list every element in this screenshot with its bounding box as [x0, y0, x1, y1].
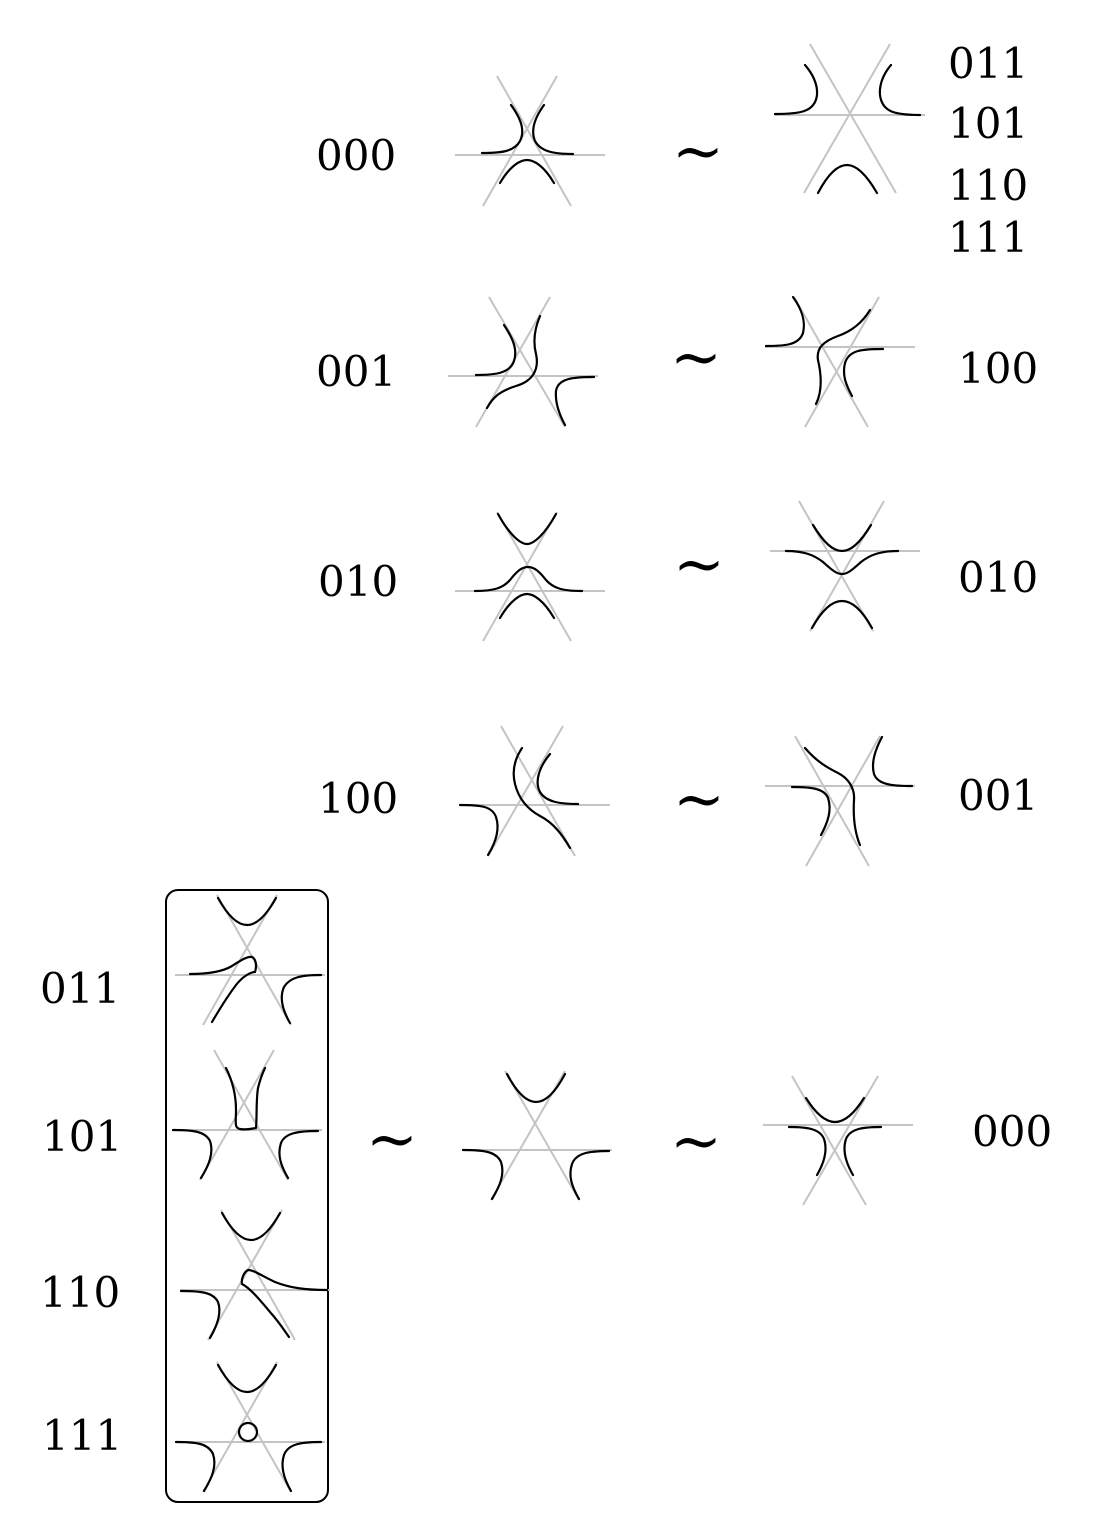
- box-label-4: 111: [42, 1411, 122, 1460]
- row3-left-label: 010: [318, 557, 398, 606]
- row3-right-figure: [770, 500, 920, 632]
- row3-left-figure: [455, 511, 605, 642]
- box-label-3: 110: [40, 1268, 120, 1317]
- row3-right-label: 010: [958, 553, 1038, 602]
- bottom-sim-2: ~: [670, 1104, 722, 1177]
- bottom-right-figure: [763, 1075, 913, 1206]
- row1-sim: ~: [672, 114, 724, 187]
- row1-right-label-1: 011: [948, 39, 1028, 88]
- row4-right-label: 001: [958, 771, 1038, 820]
- row4-left-label: 100: [318, 774, 398, 823]
- bottom-right-label: 000: [972, 1107, 1052, 1156]
- resolution-box: [165, 889, 329, 1503]
- box-label-1: 011: [40, 964, 120, 1013]
- box-label-2: 101: [42, 1112, 122, 1161]
- row1-right-label-4: 111: [948, 213, 1028, 262]
- box-figure-110: [179, 1209, 330, 1341]
- row4-left-figure: [458, 725, 610, 857]
- row2-left-figure: [448, 296, 598, 428]
- row1-right-figure: [773, 43, 925, 195]
- row1-right-label-3: 110: [948, 161, 1028, 210]
- row2-right-figure: [764, 295, 915, 428]
- row4-right-figure: [765, 735, 915, 867]
- row2-sim: ~: [670, 320, 722, 393]
- bottom-sim-1: ~: [366, 1102, 418, 1175]
- row2-left-label: 001: [316, 347, 396, 396]
- box-figure-011: [175, 894, 325, 1026]
- box-figure-111: [174, 1361, 325, 1493]
- row1-right-label-2: 101: [948, 99, 1028, 148]
- bottom-middle-figure: [461, 1070, 612, 1201]
- row4-sim: ~: [673, 762, 725, 835]
- row3-sim: ~: [673, 527, 725, 600]
- row1-left-figure: [455, 75, 605, 207]
- box-figure-101: [171, 1049, 322, 1181]
- row2-right-label: 100: [958, 344, 1038, 393]
- row1-left-label: 000: [316, 131, 396, 180]
